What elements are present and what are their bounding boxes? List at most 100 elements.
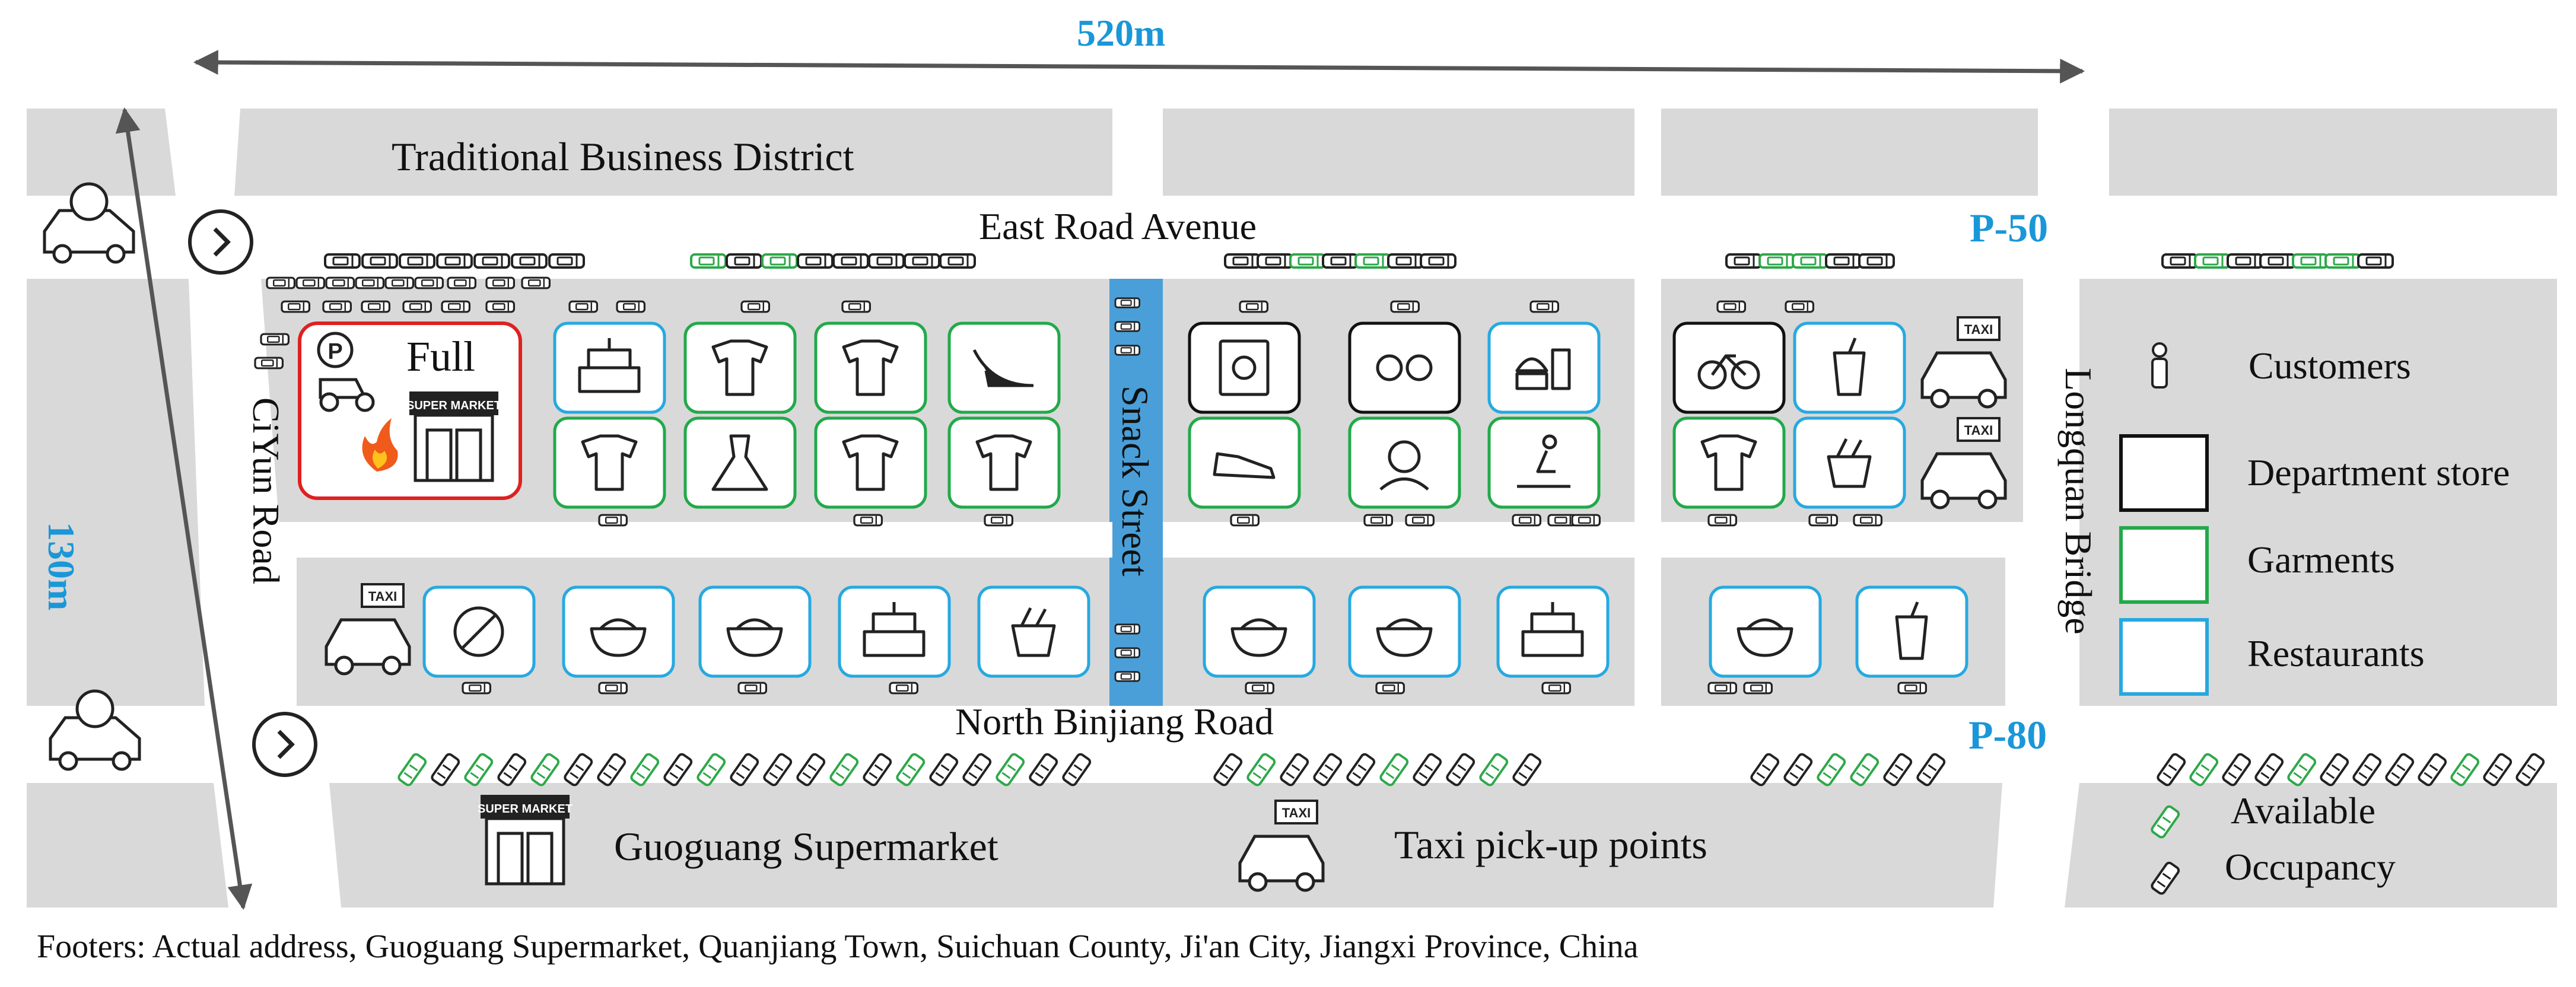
customer-car [1405, 514, 1435, 527]
birthday-cake-icon [863, 602, 926, 657]
parking-slot [1479, 753, 1509, 787]
parking-car [868, 253, 905, 269]
parking-slot [1750, 753, 1780, 787]
customer-car [281, 300, 311, 313]
legend-available-slot [2151, 805, 2180, 839]
store-rice-bowl [698, 585, 812, 678]
parking-scooter-icon: P [317, 332, 375, 412]
parking-car [399, 253, 435, 269]
customer-car [1363, 514, 1394, 527]
customer-car [1571, 514, 1601, 527]
hanging-clothes-icon [842, 434, 899, 491]
customer-car [325, 276, 355, 289]
customer-car [447, 276, 477, 289]
guoguang-supermarket-icon: SUPER MARKET [478, 795, 573, 886]
customer-car [598, 514, 628, 527]
parking-slot [763, 753, 793, 787]
parking-slot [2157, 753, 2186, 787]
dress-icon [711, 434, 768, 491]
parking-car [832, 253, 869, 269]
parking-slot [1246, 753, 1276, 787]
parking-slot [1280, 753, 1309, 787]
parking-slot [2320, 753, 2349, 787]
customer-person-icon [2151, 342, 2168, 389]
parking-slot [564, 753, 593, 787]
legend-occupancy: Occupancy [2225, 846, 2396, 888]
parking-slot [431, 753, 460, 787]
taxi-icon: TAXI [1920, 316, 2007, 409]
parking-slot [2515, 753, 2545, 787]
store-book [1188, 321, 1301, 414]
customer-car-icon [49, 689, 141, 771]
customer-car [889, 682, 919, 695]
parking-slot [896, 753, 926, 787]
block-west-middle [27, 279, 205, 706]
district-label: Traditional Business District [392, 134, 854, 179]
customer-car [521, 276, 551, 289]
legend-department: Department store [2247, 451, 2510, 494]
store-couple-outfit [1672, 416, 1786, 509]
store-bicycle [1672, 321, 1786, 414]
block-district-strip [234, 109, 1112, 196]
noodle-bowl-icon [590, 618, 647, 657]
parking-slot [2254, 753, 2284, 787]
customer-car [1114, 671, 1140, 682]
store-pho-bowl [1709, 585, 1822, 678]
parking-car [548, 253, 585, 269]
block-sw [27, 783, 228, 908]
parking-car [1758, 253, 1795, 269]
parking-car [1224, 253, 1261, 269]
parking-slot [1029, 753, 1058, 787]
height-measure-arrow [115, 107, 253, 910]
bicycle-icon [1697, 354, 1760, 390]
parking-slot [397, 753, 427, 787]
fire-icon [362, 418, 398, 472]
customer-car [616, 300, 646, 313]
block-nw-strip [27, 109, 176, 196]
customer-car [1743, 682, 1773, 695]
customer-car [740, 300, 771, 313]
store-dress [683, 416, 797, 509]
customer-car [384, 276, 415, 289]
legend-customers: Customers [2249, 345, 2411, 387]
guoguang-label: Guoguang Supermarket [614, 824, 998, 869]
parking-car [1322, 253, 1359, 269]
customer-car [266, 276, 296, 289]
parking-slot [663, 753, 693, 787]
parking-slot [2352, 753, 2382, 787]
store-baby-clothes [683, 321, 797, 414]
parking-slot [730, 753, 759, 787]
customer-car [1512, 514, 1542, 527]
parking-slot [2385, 753, 2415, 787]
svg-text:TAXI: TAXI [1964, 322, 1993, 337]
parking-slot [1062, 753, 1092, 787]
parking-cars [254, 253, 2545, 895]
parking-slot [597, 753, 626, 787]
pho-bowl-icon [1737, 618, 1793, 657]
parking-slot [1213, 753, 1243, 787]
book-icon [1219, 339, 1270, 396]
customer-car [295, 276, 326, 289]
parking-car [1257, 253, 1293, 269]
road-lines [115, 50, 2085, 910]
parking-car [1420, 253, 1456, 269]
customer-car [598, 682, 628, 695]
store-shirt-pants [814, 321, 927, 414]
svg-text:TAXI: TAXI [368, 589, 397, 604]
jacket-icon [975, 434, 1032, 491]
hair-salon-icon [1379, 440, 1429, 491]
sneaker-icon [1213, 452, 1276, 479]
customer-car [1390, 300, 1420, 313]
taxi-icon: TAXI [1238, 800, 1325, 892]
parking-car [761, 253, 798, 269]
customer-car [1114, 297, 1140, 308]
parking-slot [2418, 753, 2447, 787]
customer-car [1114, 647, 1140, 658]
customer-car [485, 300, 516, 313]
customer-car [568, 300, 599, 313]
parking-slot [1446, 753, 1475, 787]
parking-slot [796, 753, 826, 787]
width-measure-arrow [193, 50, 2085, 84]
parking-car [1354, 253, 1391, 269]
